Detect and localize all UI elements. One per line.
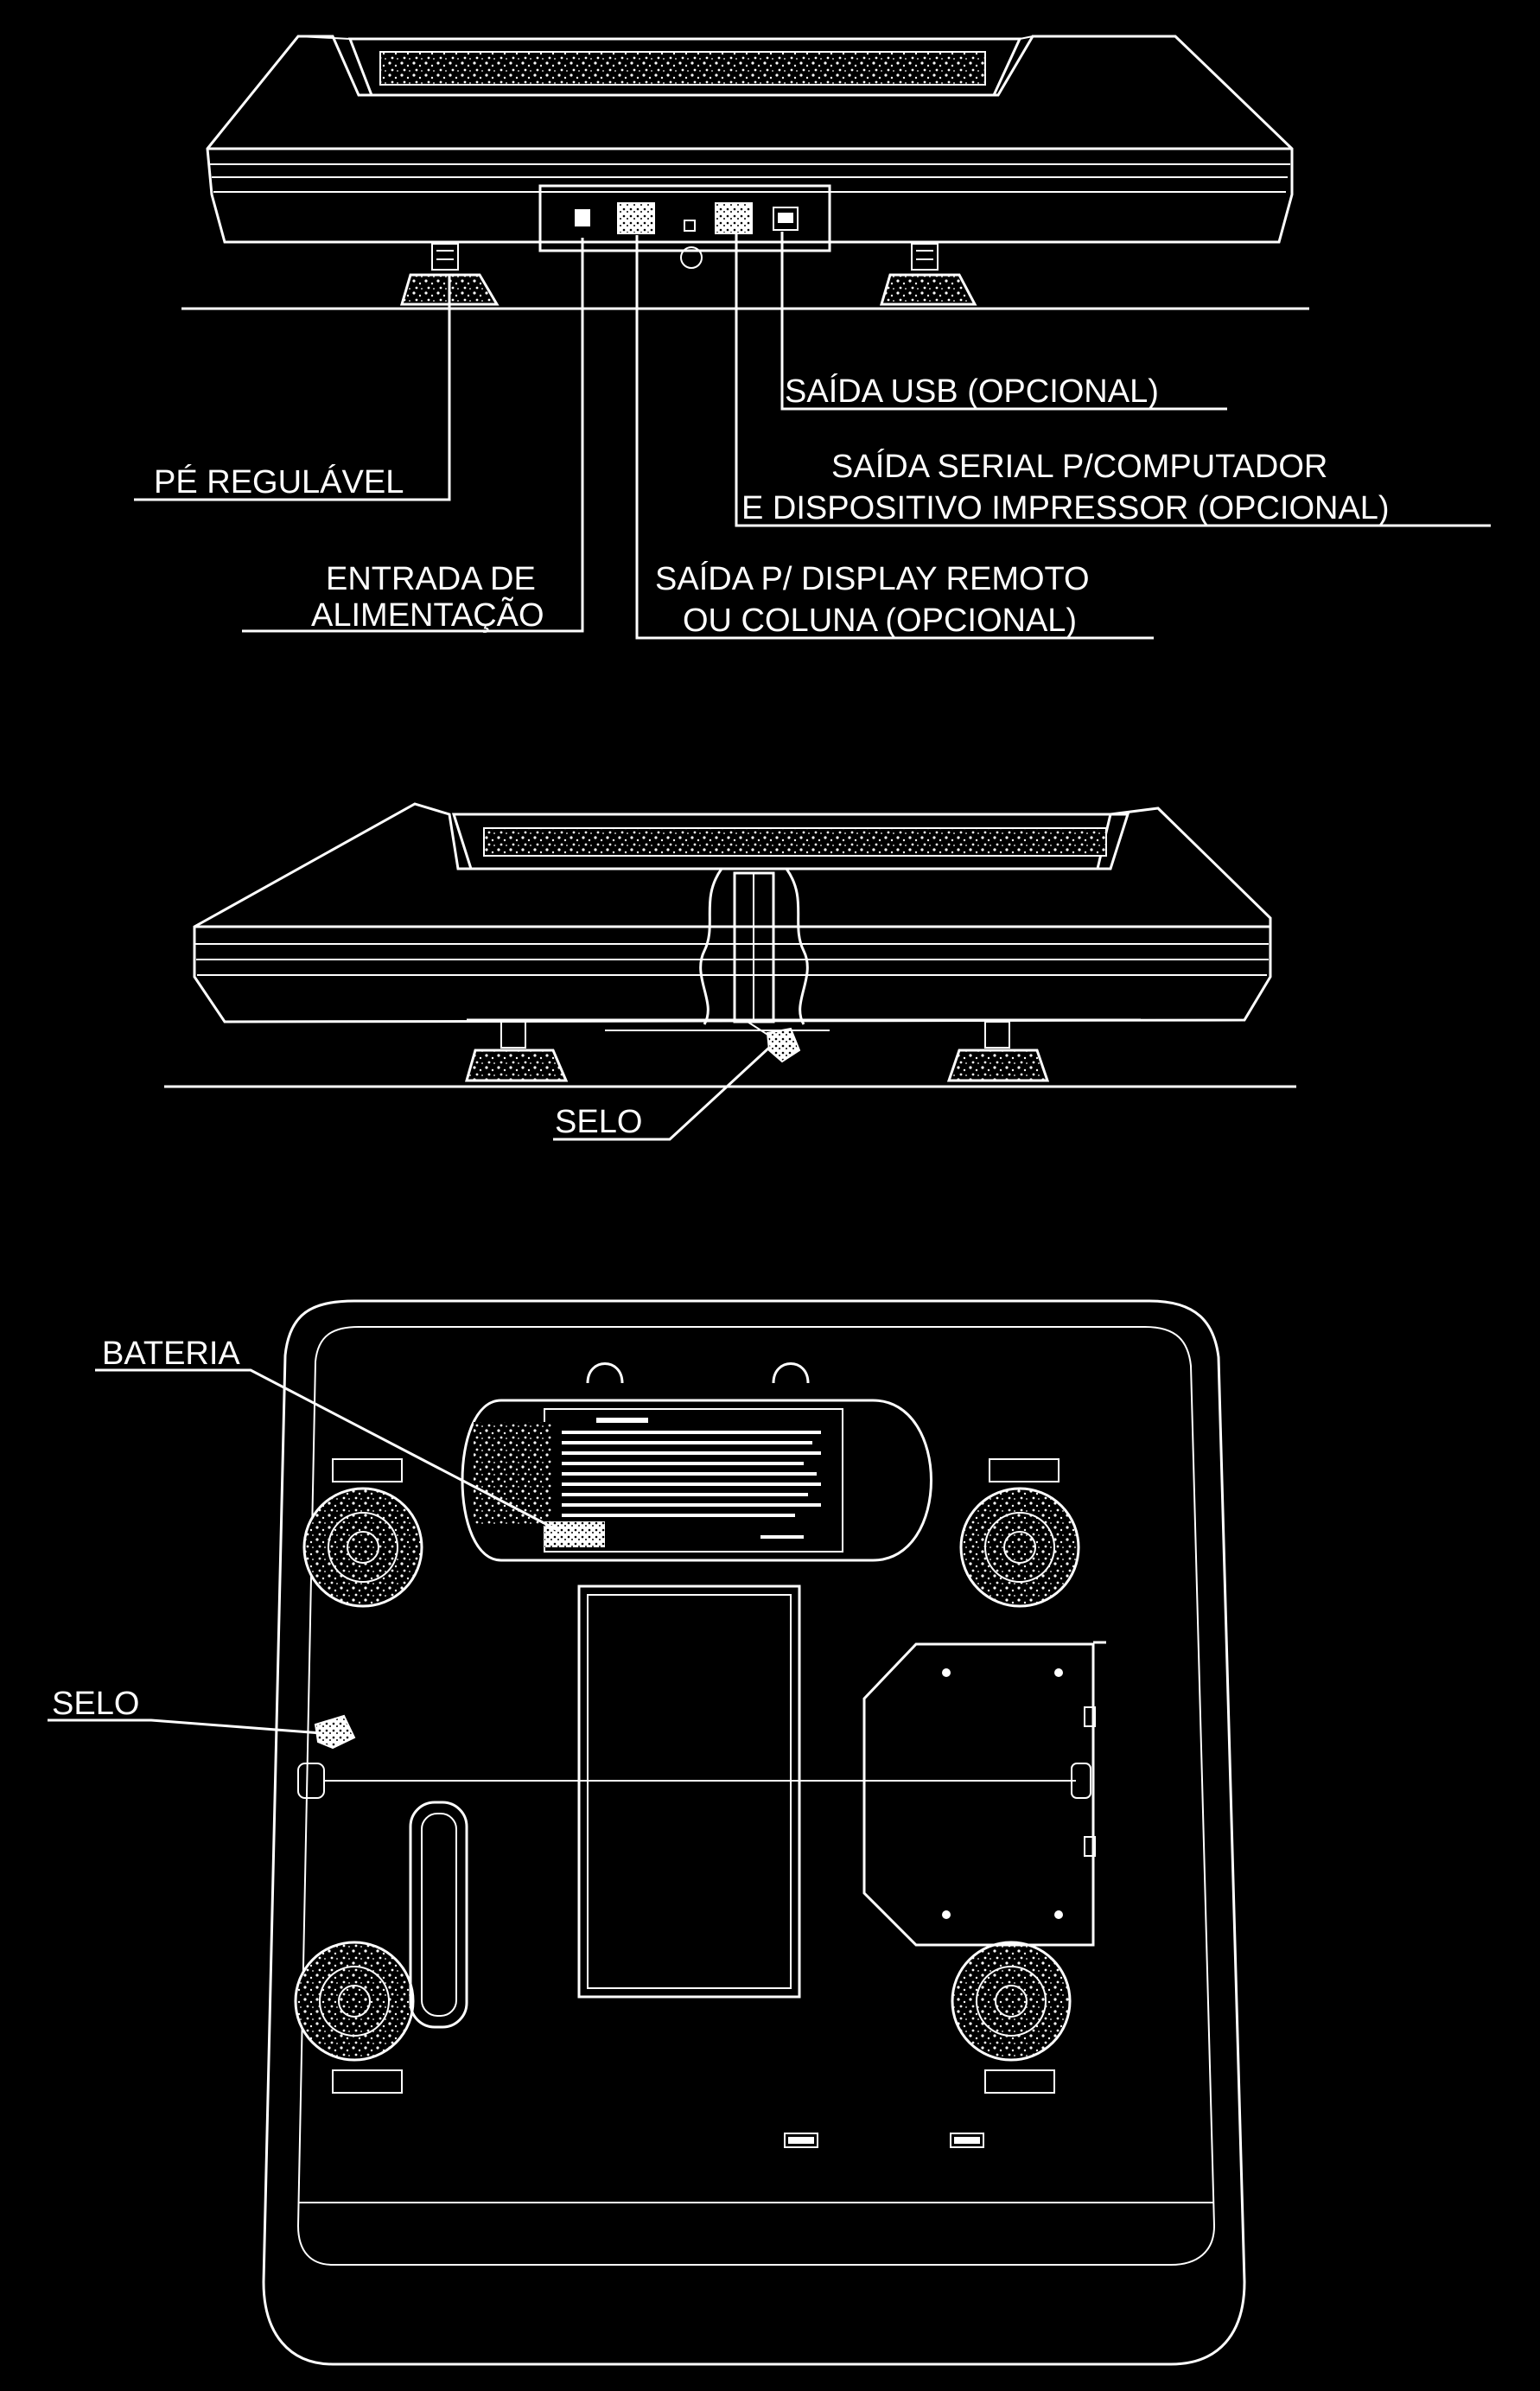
label-battery: BATERIA [102,1336,240,1372]
bottom-foot-bottom-left [294,1941,415,2094]
side-view [164,802,1296,1141]
label-remote-display-line2: OU COLUNA (OPCIONAL) [683,603,1077,639]
label-seal-bottom: SELO [52,1686,139,1722]
side-foot-right [946,1021,1050,1082]
label-usb-output: SAÍDA USB (OPCIONAL) [785,373,1159,410]
adjustable-foot-right [879,243,977,306]
side-foot-left [465,1021,569,1082]
label-serial-output-line1: SAÍDA SERIAL P/COMPUTADOR [831,448,1327,485]
bottom-foot-top-left [302,1458,423,1608]
front-view [134,35,1491,640]
label-serial-output-line2: E DISPOSITIVO IMPRESSOR (OPCIONAL) [741,490,1390,526]
battery-warning-text-lines [562,1418,821,1539]
bottom-foot-bottom-right [951,1941,1072,2094]
bottom-view [48,1299,1246,2366]
label-adjustable-foot: PÉ REGULÁVEL [154,463,404,501]
bottom-foot-top-right [959,1458,1080,1608]
label-power-input-line2: ALIMENTAÇÃO [311,596,544,634]
label-remote-display-line1: SAÍDA P/ DISPLAY REMOTO [655,560,1090,597]
label-power-input-line1: ENTRADA DE [326,561,536,597]
label-seal-side: SELO [555,1104,642,1140]
